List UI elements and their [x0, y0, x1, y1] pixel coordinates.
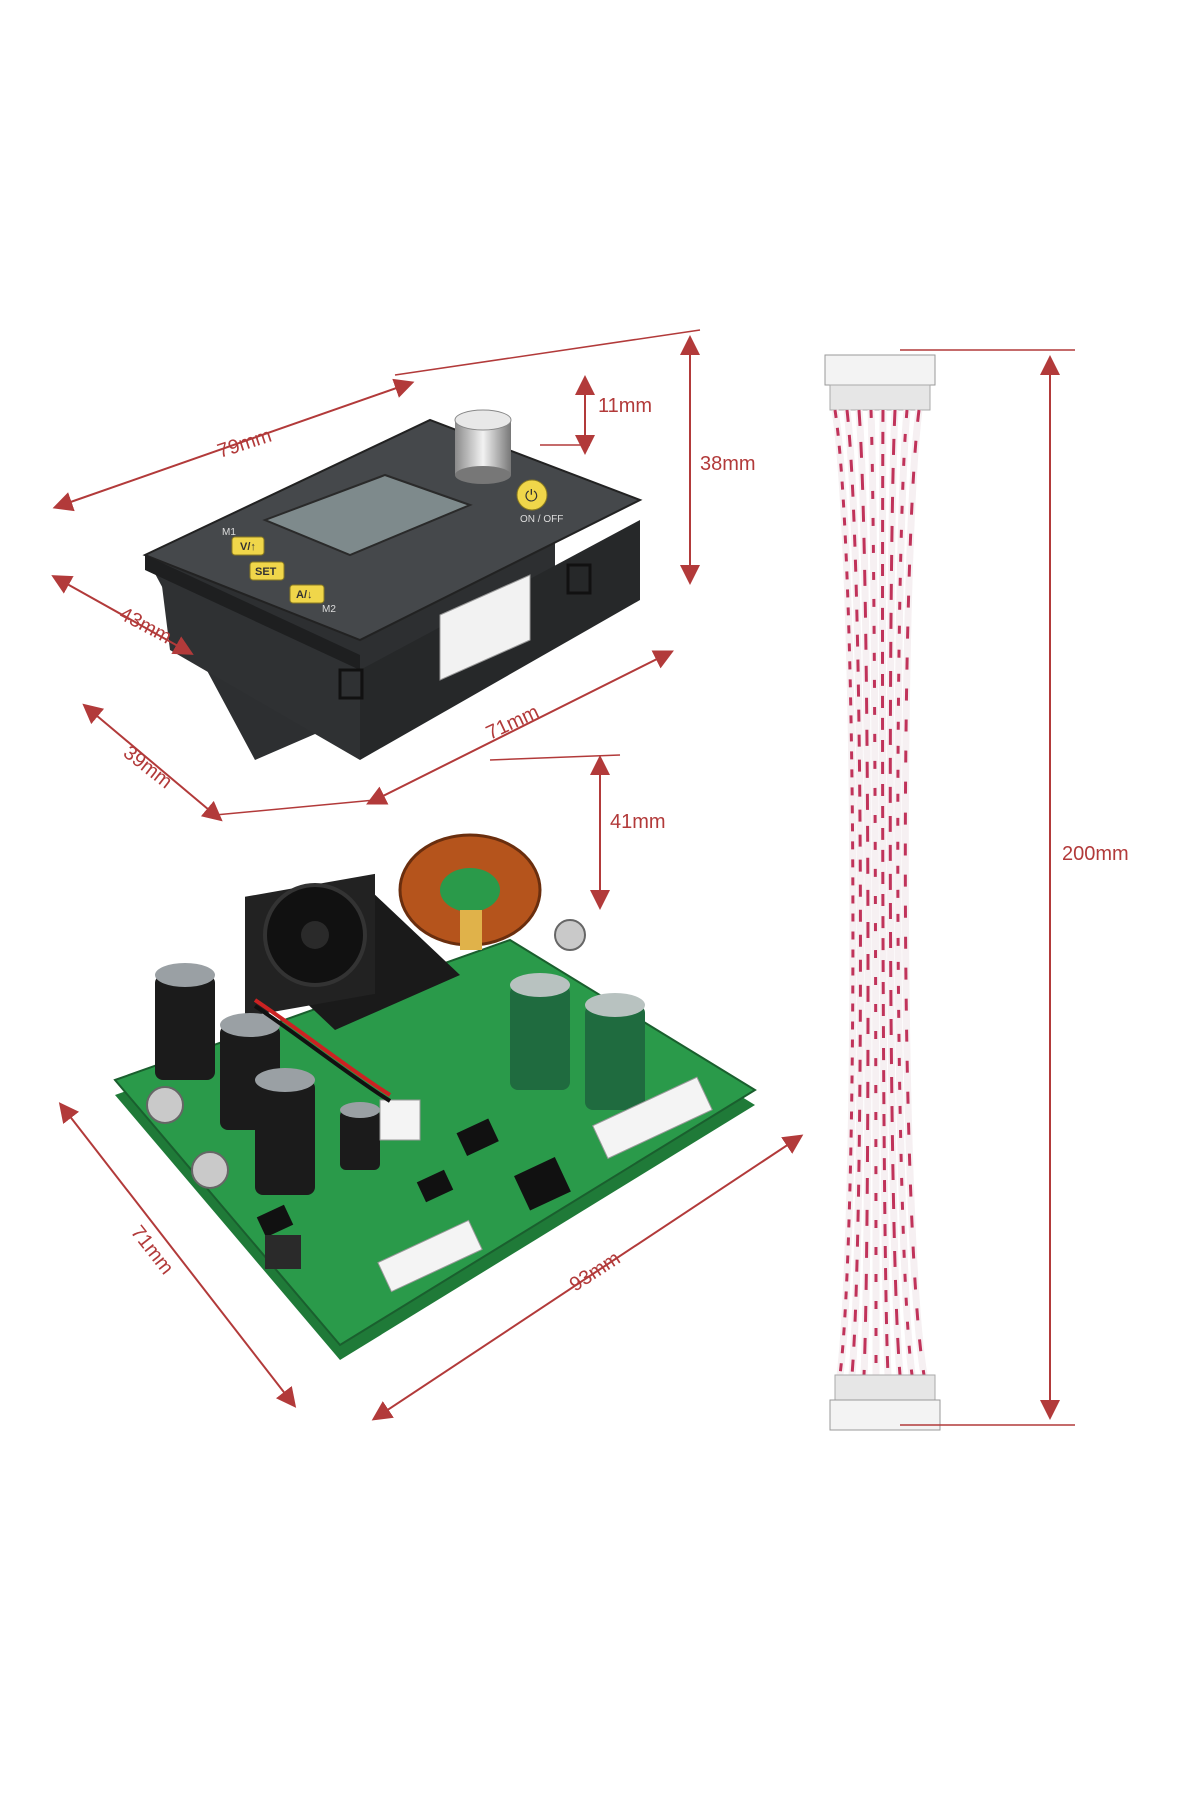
cable-wire-stripe — [857, 409, 870, 1376]
cable-wire — [867, 409, 880, 1376]
pin-header-connector — [379, 1099, 421, 1141]
pcb-board — [113, 833, 757, 1360]
rotary-knob — [454, 409, 512, 484]
fan-wire — [253, 1004, 392, 1103]
module-dimension-lines — [51, 329, 701, 822]
capacitor — [510, 973, 570, 1090]
cable-connector-top — [824, 354, 936, 386]
dim-bezel-depth: 39mm — [119, 742, 176, 794]
cable-strands — [831, 409, 928, 1376]
cable-wire-stripe — [869, 409, 878, 1376]
capacitor — [155, 963, 215, 1080]
cable-dimension-lines — [900, 349, 1075, 1426]
cable-wire-stripe — [833, 409, 855, 1376]
label-m1: M1 — [222, 527, 236, 538]
cable-wire-stripe — [845, 409, 862, 1376]
cable-wire-stripe — [888, 409, 902, 1376]
dim-module-length: 79mm — [215, 425, 275, 463]
screw-terminal — [554, 919, 586, 951]
cable-wire-stripe — [896, 409, 914, 1376]
cable-wire-stripe — [903, 409, 926, 1376]
mount-clip-left — [338, 668, 364, 700]
capacitor — [255, 1068, 315, 1195]
label-m2: M2 — [322, 604, 336, 615]
cable-wire-stripe — [881, 409, 890, 1376]
cooling-fan — [245, 873, 460, 1030]
screw-terminal — [191, 1151, 229, 1189]
dim-knob-height: 11mm — [598, 395, 652, 417]
button-set-label: SET — [255, 566, 277, 578]
dim-pcb-length: 93mm — [566, 1247, 625, 1296]
display-module: V/↑ SET A/↓ M1 M2 ⏻ ON / OFF — [142, 409, 643, 760]
screw-terminal — [146, 1086, 184, 1124]
fan-wire — [253, 998, 392, 1097]
toroid-inductor — [398, 833, 542, 950]
dim-module-height: 38mm — [700, 453, 756, 475]
power-label: ON / OFF — [520, 514, 563, 525]
capacitor — [340, 1102, 380, 1170]
button-a-down-label: A/↓ — [296, 589, 313, 601]
button-v-up-label: V/↑ — [240, 541, 256, 553]
inductor-smd — [265, 1235, 301, 1269]
dim-pcb-height: 41mm — [610, 811, 666, 833]
mount-clip-right — [566, 563, 592, 595]
capacitor — [585, 993, 645, 1110]
button-v-up: V/↑ — [231, 536, 265, 556]
dim-cable-length: 200mm — [1062, 843, 1129, 865]
cable-wire — [831, 409, 857, 1376]
button-set: SET — [249, 561, 285, 581]
cable-wire — [901, 409, 928, 1376]
button-a-down: A/↓ — [289, 584, 325, 604]
power-icon: ⏻ — [525, 486, 538, 505]
ribbon-cable — [824, 354, 941, 1431]
pcb-dimension-lines — [58, 754, 804, 1421]
dim-bezel-width: 71mm — [483, 701, 543, 744]
power-button — [516, 479, 548, 511]
dim-pcb-width: 71mm — [126, 1222, 178, 1279]
